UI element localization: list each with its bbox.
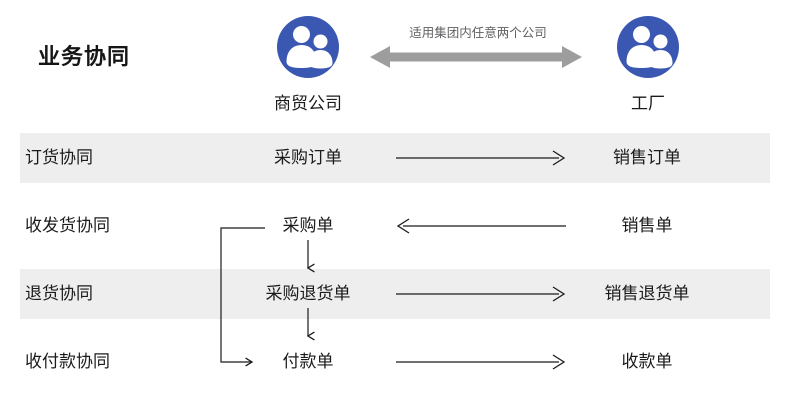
scope-note: 适用集团内任意两个公司 <box>409 26 547 40</box>
people-group-icon <box>248 16 368 83</box>
flow-arrow-right-icon <box>396 349 566 380</box>
row-label: 收发货协同 <box>25 216 110 235</box>
party-factory: 工厂 <box>588 16 708 114</box>
row-source-doc: 采购订单 <box>274 148 342 167</box>
row-source-doc: 采购退货单 <box>265 284 351 303</box>
bidirectional-arrow-icon <box>370 43 582 76</box>
party-trading-company: 商贸公司 <box>248 16 368 114</box>
row-target-doc: 销售订单 <box>613 148 681 167</box>
flow-arrow-right-icon <box>396 281 566 312</box>
row-band-3 <box>20 269 770 319</box>
row-source-doc: 采购单 <box>282 216 334 235</box>
table-row: 订货协同 采购订单 销售订单 <box>0 133 800 183</box>
row-label: 订货协同 <box>25 148 93 167</box>
row-target-doc: 收款单 <box>621 352 673 371</box>
flow-arrow-left-icon <box>396 213 566 244</box>
row-target-doc: 销售退货单 <box>604 284 690 303</box>
flow-arrow-right-icon <box>396 145 566 176</box>
party-label: 商贸公司 <box>274 94 342 113</box>
party-label: 工厂 <box>631 94 665 113</box>
people-group-icon <box>588 16 708 83</box>
table-row: 收付款协同 付款单 收款单 <box>0 337 800 387</box>
table-row: 退货协同 采购退货单 销售退货单 <box>0 269 800 319</box>
row-label: 收付款协同 <box>25 352 110 371</box>
table-row: 收发货协同 采购单 销售单 <box>0 201 800 251</box>
row-label: 退货协同 <box>25 284 93 303</box>
row-target-doc: 销售单 <box>621 216 673 235</box>
row-source-doc: 付款单 <box>282 352 334 371</box>
page-title: 业务协同 <box>38 44 131 69</box>
row-band-1 <box>20 133 770 183</box>
